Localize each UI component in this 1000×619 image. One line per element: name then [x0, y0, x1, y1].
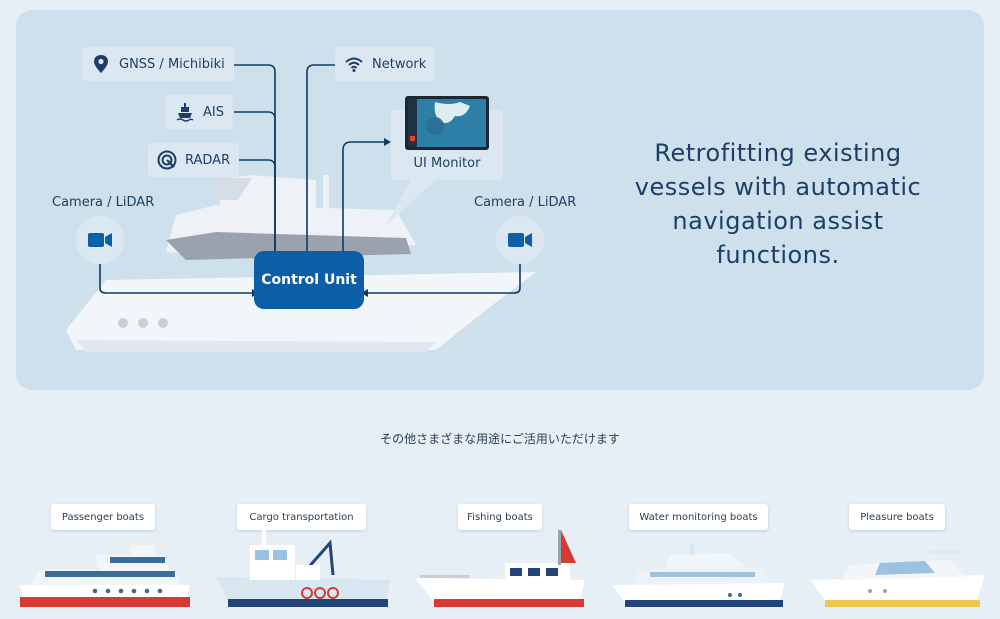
- pleasure-boat-graphic: [810, 550, 985, 607]
- map-pin-icon: [94, 55, 108, 73]
- gnss-label: GNSS / Michibiki: [119, 56, 225, 72]
- boat-label-cargo: Cargo transportation: [237, 504, 366, 530]
- hero-panel: GNSS / Michibiki AIS RADAR Network: [16, 10, 984, 390]
- boat-label-pleasure: Pleasure boats: [849, 504, 945, 530]
- radar-label: RADAR: [185, 152, 231, 168]
- passenger-boat-graphic: [20, 545, 190, 607]
- water-monitoring-boat-graphic: [612, 543, 785, 607]
- boat-label-fishing: Fishing boats: [458, 504, 542, 530]
- camera-right-label: Camera / LiDAR: [474, 195, 577, 210]
- ais-label: AIS: [203, 104, 224, 120]
- yacht-illustration: [66, 64, 544, 352]
- usage-heading: その他さまざまな用途にご活用いただけます: [380, 432, 620, 446]
- boat-label-water-monitoring: Water monitoring boats: [629, 504, 768, 530]
- fishing-boat-graphic: [415, 530, 585, 607]
- ship-icon: [176, 103, 194, 122]
- camera-left-label: Camera / LiDAR: [52, 195, 155, 210]
- cargo-boat-graphic: [215, 530, 390, 607]
- monitor-icon: [405, 96, 489, 150]
- control-unit-label: Control Unit: [261, 272, 357, 288]
- video-camera-icon: [88, 233, 112, 247]
- gnss-chip: GNSS / Michibiki: [82, 47, 234, 81]
- control-unit-box: Control Unit: [254, 251, 364, 309]
- radar-chip: RADAR: [148, 143, 240, 177]
- wifi-icon: [345, 57, 363, 72]
- ui-monitor-label: UI Monitor: [413, 156, 481, 171]
- radar-icon: [157, 150, 177, 170]
- video-camera-icon: [508, 233, 532, 247]
- ui-monitor-chip: UI Monitor: [391, 96, 503, 180]
- network-chip: Network: [335, 47, 436, 81]
- boat-illustrations: [20, 530, 985, 607]
- boat-label-passenger: Passenger boats: [51, 504, 155, 530]
- network-label: Network: [372, 56, 427, 72]
- ais-chip: AIS: [166, 95, 233, 129]
- tagline: Retrofitting existing vessels with autom…: [634, 139, 922, 269]
- yacht-graphic: [66, 175, 536, 352]
